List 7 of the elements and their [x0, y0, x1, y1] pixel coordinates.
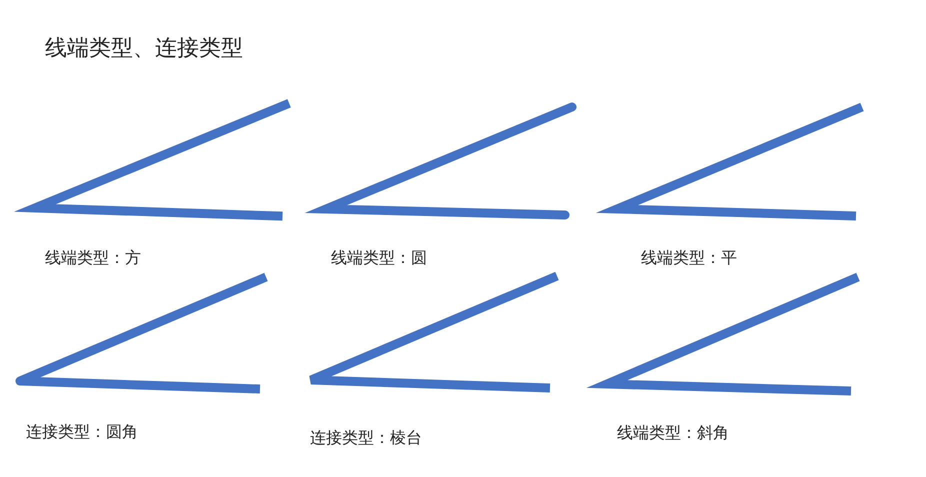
caption: 连接类型：棱台 — [310, 428, 422, 448]
title: 线端类型、连接类型 — [45, 36, 243, 62]
caption: 线端类型：方 — [45, 248, 141, 268]
caption: 线端类型：圆 — [331, 248, 427, 268]
caption: 线端类型：平 — [641, 248, 737, 268]
caption: 线端类型：斜角 — [617, 423, 729, 442]
caption: 连接类型：圆角 — [26, 422, 138, 442]
